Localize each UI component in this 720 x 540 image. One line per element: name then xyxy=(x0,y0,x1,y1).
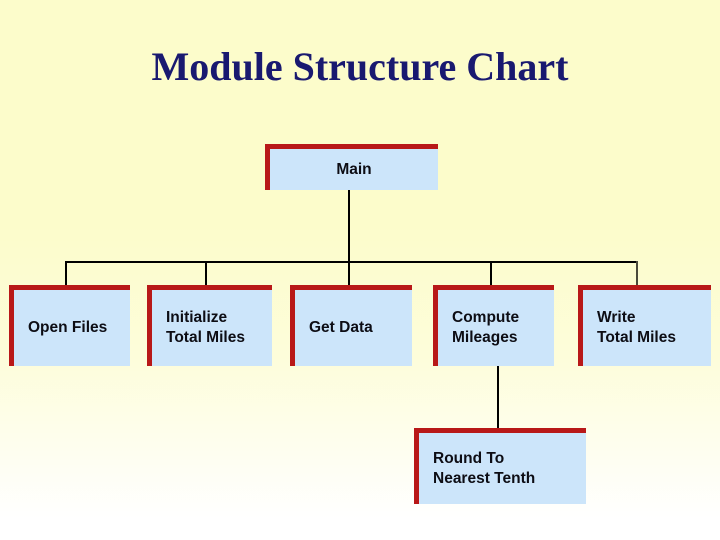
node-compute-mileages[interactable]: Compute Mileages xyxy=(433,285,554,366)
node-open-files-line1: Open Files xyxy=(28,319,108,336)
node-round-text: Round To Nearest Tenth xyxy=(419,449,586,489)
node-open-files[interactable]: Open Files xyxy=(9,285,130,366)
node-round-to-nearest-tenth[interactable]: Round To Nearest Tenth xyxy=(414,428,586,504)
node-get-data-line1: Get Data xyxy=(309,319,373,336)
node-round-line1: Round To xyxy=(433,449,505,467)
connector-drop-get-data xyxy=(348,261,350,287)
node-compute-line2: Mileages xyxy=(452,329,518,346)
node-get-data[interactable]: Get Data xyxy=(290,285,412,366)
node-write-line1: Write xyxy=(597,309,636,326)
connector-drop-open-files xyxy=(65,261,67,287)
node-main[interactable]: Main xyxy=(265,144,438,190)
node-compute-line1: Compute xyxy=(452,309,520,326)
page-title: Module Structure Chart xyxy=(151,44,569,89)
connector-bus xyxy=(65,261,638,263)
node-initialize-line1: Initialize xyxy=(166,309,228,326)
node-initialize-total-miles[interactable]: Initialize Total Miles xyxy=(147,285,272,366)
node-initialize-line2: Total Miles xyxy=(166,329,245,346)
connector-compute-to-round xyxy=(497,366,499,430)
connector-drop-compute xyxy=(490,261,492,287)
node-write-text: Write Total Miles xyxy=(583,308,711,348)
node-open-files-text: Open Files xyxy=(14,318,130,338)
node-main-line1: Main xyxy=(336,160,372,178)
node-write-line2: Total Miles xyxy=(597,329,676,346)
node-write-total-miles[interactable]: Write Total Miles xyxy=(578,285,711,366)
connector-drop-write xyxy=(636,261,638,287)
node-main-text: Main xyxy=(270,160,438,180)
node-round-line2: Nearest Tenth xyxy=(433,469,536,487)
connector-drop-initialize xyxy=(205,261,207,287)
node-initialize-text: Initialize Total Miles xyxy=(152,308,272,348)
node-compute-text: Compute Mileages xyxy=(438,308,554,348)
node-get-data-text: Get Data xyxy=(295,318,412,338)
connector-main-stem xyxy=(348,186,350,262)
